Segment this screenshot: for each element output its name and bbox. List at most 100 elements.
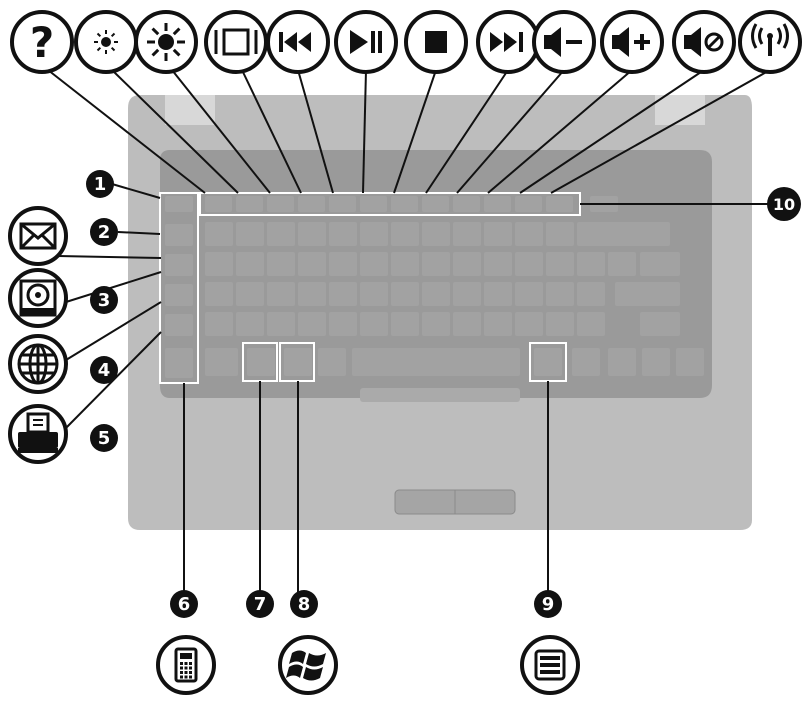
- callout-8: 8: [290, 590, 318, 618]
- previous-track-icon: [266, 10, 330, 74]
- keyboard-key: [236, 312, 264, 336]
- leader-line: [65, 301, 162, 361]
- question-mark-icon: ?: [10, 10, 74, 74]
- wireless-icon: [738, 10, 802, 74]
- keyboard-key: [205, 252, 233, 276]
- function-key: [298, 196, 325, 212]
- keyboard-key: [515, 252, 543, 276]
- highlight-left-column: [159, 192, 199, 384]
- leader-line: [65, 271, 162, 303]
- function-key: [267, 196, 294, 212]
- left-column-key: [165, 314, 193, 336]
- brightness-down-icon: [74, 10, 138, 74]
- keyboard-key: [515, 312, 543, 336]
- keyboard-key: [267, 222, 295, 246]
- keyboard-keys: [165, 196, 704, 378]
- keyboard-key: [577, 312, 605, 336]
- callout-9: 9: [534, 590, 562, 618]
- leader-line: [393, 69, 437, 194]
- keyboard-key: [329, 222, 357, 246]
- keyboard-key: [236, 282, 264, 306]
- leader-line: [47, 69, 206, 194]
- left-column-key: [165, 348, 193, 378]
- keyboard-key: [615, 282, 680, 306]
- keyboard-key: [360, 252, 388, 276]
- callout-4: 4: [90, 356, 118, 384]
- keyboard-key: [577, 252, 605, 276]
- keyboard-key: [298, 312, 326, 336]
- callout-number: 1: [94, 174, 107, 195]
- function-key: [422, 196, 449, 212]
- function-key: [391, 196, 418, 212]
- keyboard-key: [484, 312, 512, 336]
- keyboard-key: [546, 252, 574, 276]
- left-column-key: [165, 284, 193, 306]
- keyboard-key: [676, 348, 704, 376]
- callout-7: 7: [246, 590, 274, 618]
- keyboard-key: [391, 282, 419, 306]
- keyboard-key: [391, 252, 419, 276]
- keyboard-key: [484, 252, 512, 276]
- calculator-icon: [156, 635, 216, 695]
- fn-key: [165, 196, 193, 212]
- leader-lines: [47, 69, 771, 592]
- leader-line: [61, 331, 162, 433]
- leader-line: [425, 69, 509, 194]
- keyboard-key: [205, 312, 233, 336]
- windows-logo-icon: [278, 635, 338, 695]
- keyboard-key: [515, 282, 543, 306]
- keyboard-key: [329, 282, 357, 306]
- keyboard-key: [640, 252, 680, 276]
- leader-line: [362, 69, 367, 194]
- keyboard-key: [267, 252, 295, 276]
- keyboard-key: [298, 282, 326, 306]
- palm-rest-strip: [360, 388, 520, 402]
- keyboard-key: [360, 282, 388, 306]
- keyboard-key: [247, 348, 275, 376]
- keyboard-key: [577, 282, 605, 306]
- stop-icon: [404, 10, 468, 74]
- keyboard-key: [391, 222, 419, 246]
- leader-line: [57, 255, 162, 259]
- leader-line: [456, 69, 565, 194]
- keyboard-key: [422, 282, 450, 306]
- callout-6: 6: [170, 590, 198, 618]
- volume-up-icon: [600, 10, 664, 74]
- leader-line: [111, 69, 239, 194]
- keyboard-key: [453, 222, 481, 246]
- keyboard-key: [546, 312, 574, 336]
- keyboard-key: [422, 312, 450, 336]
- callout-1: 1: [86, 170, 114, 198]
- function-key: [236, 196, 263, 212]
- keyboard-key: [352, 348, 520, 376]
- callout-number: 10: [773, 195, 795, 214]
- keyboard-key: [267, 312, 295, 336]
- function-key: [205, 196, 232, 212]
- keyboard-key: [205, 222, 233, 246]
- keyboard-key: [534, 348, 562, 376]
- mute-icon: [672, 10, 736, 74]
- callout-2: 2: [90, 218, 118, 246]
- function-key: [484, 196, 511, 212]
- keyboard-key: [205, 282, 233, 306]
- function-key: [546, 196, 573, 212]
- callout-number: 5: [98, 428, 111, 449]
- leader-line: [487, 69, 633, 194]
- svg-text:?: ?: [30, 18, 54, 67]
- leader-line: [171, 69, 271, 194]
- keyboard-key: [546, 222, 574, 246]
- callout-10: 10: [767, 187, 801, 221]
- function-key: [329, 196, 356, 212]
- play-pause-icon: [334, 10, 398, 74]
- keyboard-key: [205, 348, 238, 376]
- leader-line: [117, 231, 161, 235]
- keyboard-key: [329, 312, 357, 336]
- keyboard-key: [360, 312, 388, 336]
- brightness-up-icon: [134, 10, 198, 74]
- top-icon-row: ?: [10, 10, 802, 74]
- left-icon-column: [8, 206, 68, 464]
- keyboard-key: [484, 222, 512, 246]
- leader-line: [519, 69, 705, 194]
- keyboard-key: [453, 282, 481, 306]
